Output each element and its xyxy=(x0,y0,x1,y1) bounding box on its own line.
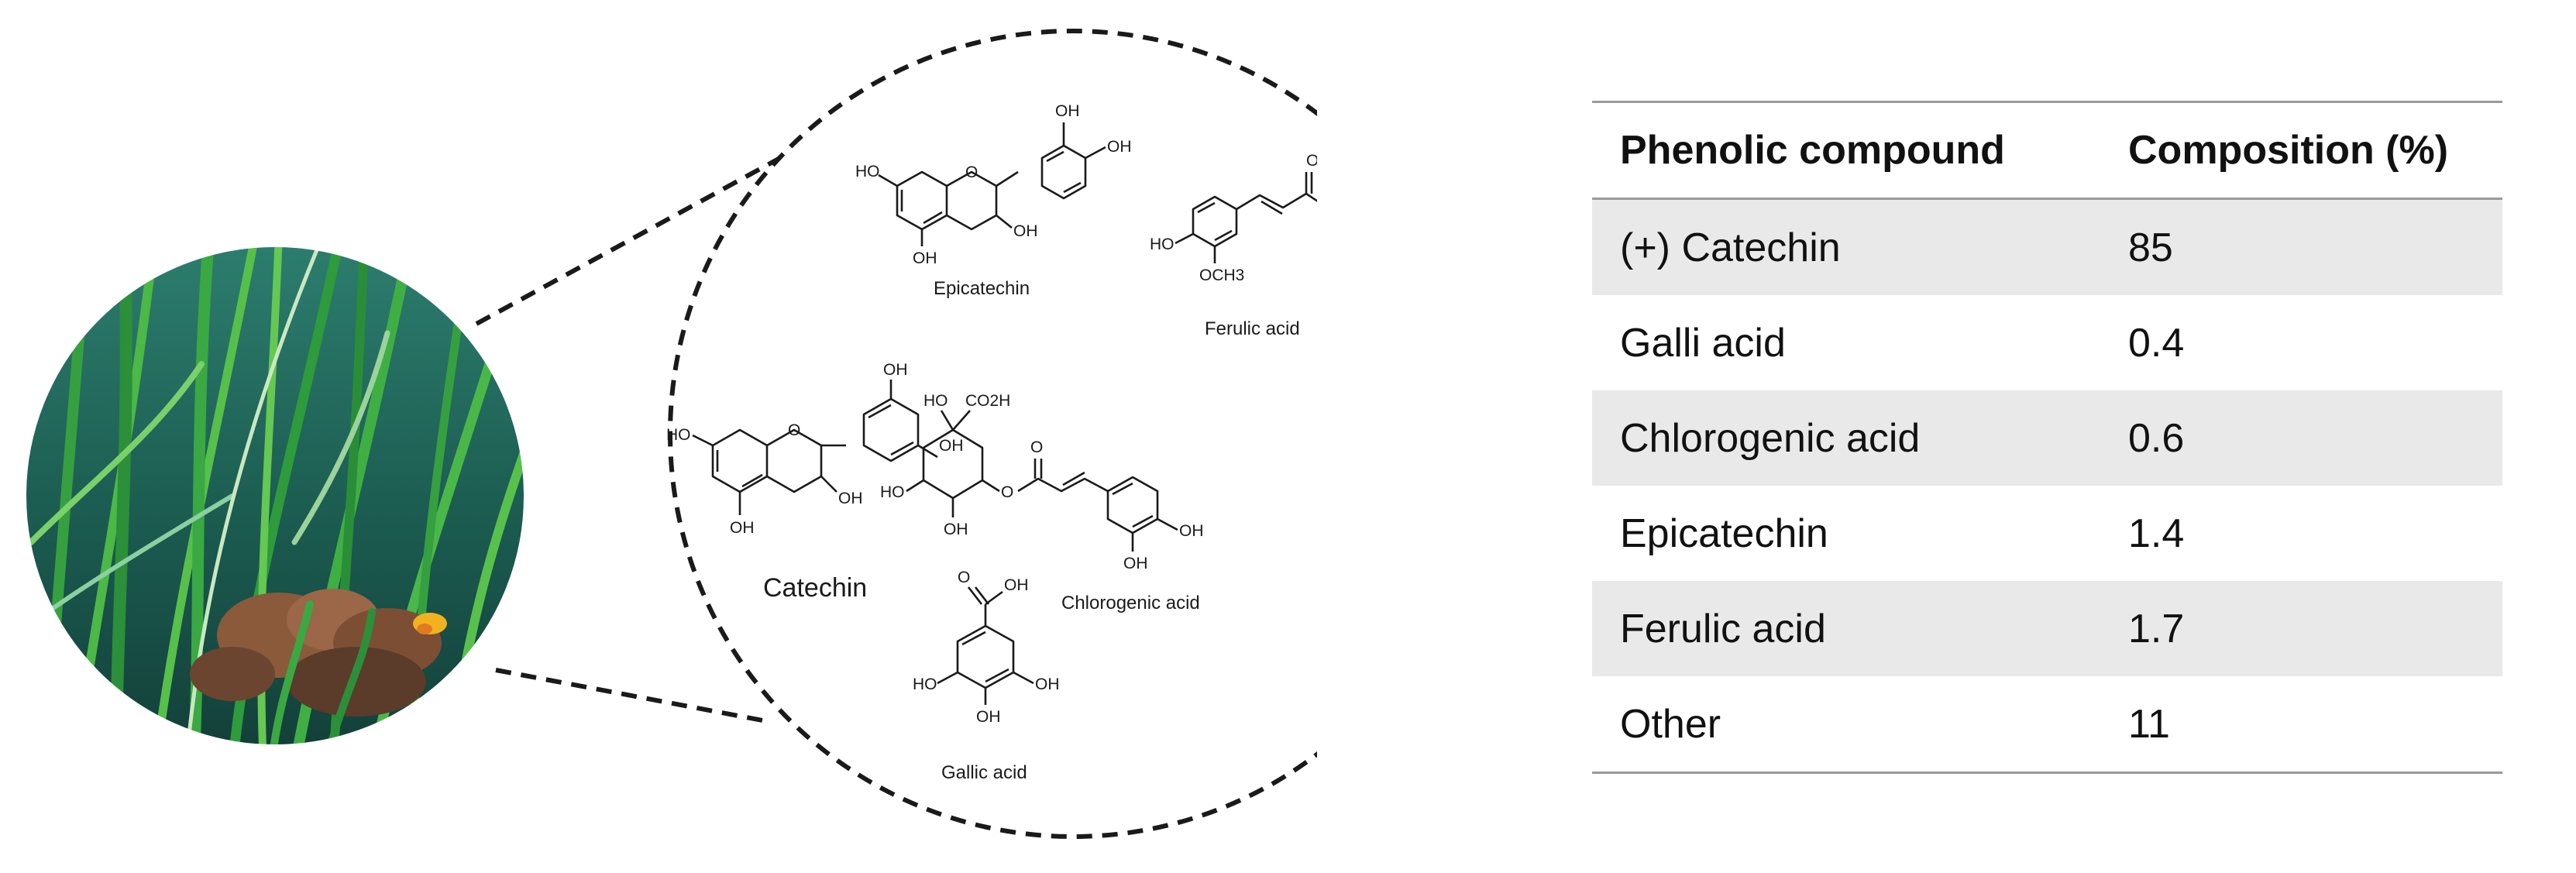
connector-line-top xyxy=(475,156,780,326)
table-row: Epicatechin 1.4 xyxy=(1592,486,2502,581)
chemical-structures xyxy=(692,122,1317,705)
catechin-structure xyxy=(692,380,938,515)
atom-label: HO xyxy=(880,483,905,501)
magnifier-circle xyxy=(668,29,1317,839)
atom-label: OH xyxy=(1123,555,1148,572)
atom-label: HO xyxy=(855,163,880,180)
compound-cell: Epicatechin xyxy=(1620,510,1828,556)
atom-label: CO2H xyxy=(965,392,1010,410)
atom-label: HO xyxy=(1150,235,1175,253)
atom-label: OH xyxy=(1179,522,1204,540)
atom-label: HO xyxy=(666,426,691,444)
atom-label: OH xyxy=(976,708,1001,726)
molecule-name-epicatechin: Epicatechin xyxy=(934,278,1030,299)
column-header-composition: Composition (%) xyxy=(2100,101,2502,200)
phenolic-composition-table: Phenolic compound Composition (%) (+) Ca… xyxy=(1592,101,2502,774)
gallic-acid-structure xyxy=(937,586,1034,705)
atom-label: O xyxy=(788,421,800,439)
magnifier-lines xyxy=(475,29,1317,839)
atom-label: OH xyxy=(838,490,863,507)
atom-label: O xyxy=(965,163,978,181)
atom-label: HO xyxy=(913,675,937,693)
table-row: Chlorogenic acid 0.6 xyxy=(1592,390,2502,486)
atom-label: OH xyxy=(1107,138,1132,156)
atom-label: OH xyxy=(1035,675,1060,693)
atom-label: OH xyxy=(1055,102,1080,120)
compound-cell: Galli acid xyxy=(1620,320,1786,366)
composition-cell: 85 xyxy=(2100,198,2502,295)
table-row: Other 11 xyxy=(1592,676,2502,774)
table-row: Ferulic acid 1.7 xyxy=(1592,581,2502,676)
molecule-name-chlorogenic-acid: Chlorogenic acid xyxy=(1061,593,1200,614)
atom-label: OH xyxy=(939,437,964,455)
atom-label: O xyxy=(958,569,970,586)
atom-label: OH xyxy=(730,519,755,537)
atom-label: OH xyxy=(913,249,937,267)
molecule-name-catechin: Catechin xyxy=(763,573,867,603)
compound-cell: Ferulic acid xyxy=(1592,581,2100,676)
atom-label: O xyxy=(1306,152,1317,170)
ferulic-acid-structure xyxy=(1175,172,1317,263)
chlorogenic-acid-structure xyxy=(906,410,1178,552)
atom-label: OH xyxy=(883,361,908,379)
composition-cell: 11 xyxy=(2100,676,2502,774)
epicatechin-structure xyxy=(878,122,1106,246)
atom-label: OH xyxy=(1013,222,1038,240)
composition-cell: 1.7 xyxy=(2100,581,2502,676)
composition-cell: 1.4 xyxy=(2128,510,2185,556)
atom-label: OCH3 xyxy=(1199,266,1244,284)
atom-label: O xyxy=(1030,438,1043,456)
compound-cell: Chlorogenic acid xyxy=(1592,390,2100,486)
seagrass-photo xyxy=(26,246,524,745)
atom-label: O xyxy=(1001,483,1013,501)
figure-scene: OH OH HO O OH OH Epicatechin O OH HO OCH… xyxy=(25,29,1317,839)
table-row: Galli acid 0.4 xyxy=(1592,295,2502,390)
composition-cell: 0.4 xyxy=(2128,320,2185,366)
atom-label: OH xyxy=(1004,576,1029,594)
molecule-name-ferulic-acid: Ferulic acid xyxy=(1205,318,1300,339)
compound-cell: Other xyxy=(1592,676,2100,774)
molecule-name-gallic-acid: Gallic acid xyxy=(941,762,1027,783)
column-header-compound: Phenolic compound xyxy=(1592,101,2100,200)
connector-line-bottom xyxy=(495,668,772,724)
table-header-row: Phenolic compound Composition (%) xyxy=(1592,101,2502,200)
atom-label: OH xyxy=(944,521,968,538)
table-row: (+) Catechin 85 xyxy=(1592,198,2502,295)
composition-cell: 0.6 xyxy=(2100,390,2502,486)
atom-label: HO xyxy=(923,392,948,410)
compound-cell: (+) Catechin xyxy=(1592,198,2100,295)
